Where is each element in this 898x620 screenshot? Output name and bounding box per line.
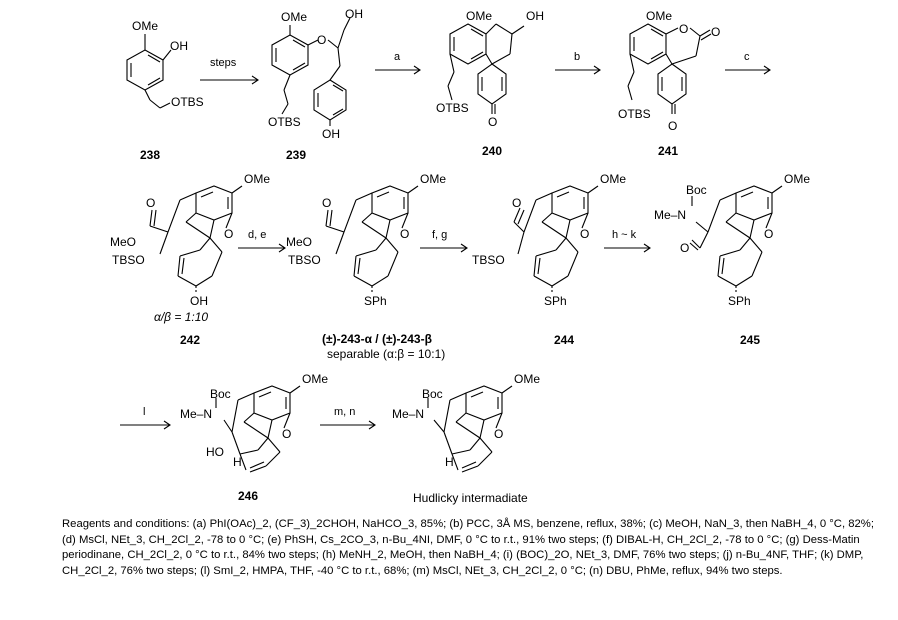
- hud-h-label: H: [445, 455, 454, 469]
- c245-sph-label: SPh: [728, 294, 751, 308]
- compound-246-structure: Boc Me–N OMe HO H O: [180, 372, 328, 473]
- hud-ome-label: OMe: [514, 372, 540, 386]
- conditions-title: Reagents and conditions:: [62, 518, 190, 530]
- c245-boc-label: Boc: [686, 183, 707, 197]
- arrow-de-label: d, e: [248, 229, 266, 241]
- arrow-steps-label: steps: [210, 57, 237, 69]
- c243-separable-note: separable (α:β = 10:1): [327, 347, 445, 361]
- arrow-l-label: l: [143, 406, 145, 418]
- c246-h-label: H: [233, 455, 242, 469]
- c241-otbs-label: OTBS: [618, 107, 651, 121]
- c244-tbso-label: TBSO: [472, 253, 505, 267]
- arrow-hk-label: h ~ k: [612, 229, 637, 241]
- hud-o-ring-label: O: [494, 427, 503, 441]
- arrow-hk: h ~ k: [604, 229, 651, 253]
- c241-ome-label: OMe: [646, 9, 672, 23]
- compound-241-structure: OMe O O OTBS O: [618, 9, 720, 133]
- compound-244-label: 244: [554, 333, 574, 347]
- compound-242-label: 242: [180, 333, 200, 347]
- c239-o-label: O: [317, 33, 326, 47]
- hud-boc-label: Boc: [422, 387, 443, 401]
- compound-243-structure: OMe O MeO TBSO O SPh: [286, 172, 446, 308]
- c246-men-label: Me–N: [180, 407, 212, 421]
- c240-oh-label: OH: [526, 9, 544, 23]
- c243-tbso-label: TBSO: [288, 253, 321, 267]
- c238-otbs-label: OTBS: [171, 95, 204, 109]
- arrow-a: a: [375, 51, 421, 75]
- hud-men-label: Me–N: [392, 407, 424, 421]
- c243-o-keto-label: O: [322, 196, 331, 210]
- hudlicky-intermediate-structure: Boc Me–N OMe H O: [392, 372, 540, 473]
- c242-o-ring-label: O: [224, 227, 233, 241]
- compound-240-label: 240: [482, 144, 502, 158]
- c242-oh-label: OH: [190, 294, 208, 308]
- c243-ome-label: OMe: [420, 172, 446, 186]
- c244-o-ald-label: O: [512, 196, 521, 210]
- c246-ome-label: OMe: [302, 372, 328, 386]
- c241-o1-label: O: [679, 22, 688, 36]
- compound-238-label: 238: [140, 148, 160, 162]
- c244-sph-label: SPh: [544, 294, 567, 308]
- c238-ome-label: OMe: [132, 19, 158, 33]
- c245-o-ring-label: O: [764, 227, 773, 241]
- arrow-fg-label: f, g: [432, 229, 447, 241]
- arrow-mn: m, n: [320, 406, 376, 430]
- c240-ome-label: OMe: [466, 9, 492, 23]
- reagents-and-conditions: Reagents and conditions: (a) PhI(OAc)_2,…: [62, 517, 882, 579]
- c245-ome-label: OMe: [784, 172, 810, 186]
- c239-oh-top-label: OH: [345, 7, 363, 21]
- compound-242-structure: OMe O MeO TBSO O OH: [110, 172, 270, 308]
- c244-ome-label: OMe: [600, 172, 626, 186]
- c243-o-ring-label: O: [400, 227, 409, 241]
- c245-o-ald-label: O: [680, 241, 689, 255]
- compound-245-label: 245: [740, 333, 760, 347]
- compound-239-label: 239: [286, 148, 306, 162]
- compound-246-label: 246: [238, 489, 258, 503]
- arrow-a-label: a: [394, 51, 401, 63]
- conditions-text: (a) PhI(OAc)_2, (CF_3)_2CHOH, NaHCO_3, 8…: [62, 518, 874, 577]
- c239-otbs-label: OTBS: [268, 115, 301, 129]
- compound-244-structure: OMe O TBSO O SPh: [472, 172, 626, 308]
- c242-ratio-note: α/β = 1:10: [154, 310, 208, 324]
- c240-o-label: O: [488, 115, 497, 129]
- hudlicky-intermediate-label: Hudlicky intermadiate: [413, 491, 528, 505]
- c243-sph-label: SPh: [364, 294, 387, 308]
- c246-o-ring-label: O: [282, 427, 291, 441]
- compound-238-structure: OMe OH OTBS: [126, 19, 204, 109]
- arrow-mn-label: m, n: [334, 406, 355, 418]
- c242-meo-label: MeO: [110, 235, 136, 249]
- compound-243-label: (±)-243-α / (±)-243-β: [322, 332, 432, 346]
- arrow-steps: steps: [200, 57, 259, 85]
- arrow-fg: f, g: [420, 229, 468, 253]
- c239-ome-label: OMe: [281, 10, 307, 24]
- arrow-b: b: [555, 51, 601, 75]
- arrow-l: l: [120, 406, 171, 430]
- compound-239-structure: OMe O OH OTBS OH: [268, 7, 363, 141]
- c246-ho-label: HO: [206, 445, 224, 459]
- c241-o3-label: O: [668, 119, 677, 133]
- c240-otbs-label: OTBS: [436, 101, 469, 115]
- c238-oh-label: OH: [170, 39, 188, 53]
- c242-o-keto-label: O: [146, 196, 155, 210]
- reaction-scheme: OMe OH OTBS 238 steps OMe O OH OTBS OH: [110, 7, 810, 505]
- c244-o-ring-label: O: [580, 227, 589, 241]
- compound-245-structure: Boc Me–N OMe O O SPh: [654, 172, 810, 308]
- c246-boc-label: Boc: [210, 387, 231, 401]
- arrow-c-label: c: [744, 51, 750, 63]
- c239-oh-bottom-label: OH: [322, 127, 340, 141]
- compound-241-label: 241: [658, 144, 678, 158]
- c245-men-label: Me–N: [654, 208, 686, 222]
- c241-o2-label: O: [711, 25, 720, 39]
- compound-240-structure: OMe OH OTBS O: [436, 9, 544, 129]
- arrow-b-label: b: [574, 51, 580, 63]
- arrow-c: c: [725, 51, 771, 75]
- c242-ome-label: OMe: [244, 172, 270, 186]
- c242-tbso-label: TBSO: [112, 253, 145, 267]
- arrow-de: d, e: [238, 229, 286, 253]
- c243-meo-label: MeO: [286, 235, 312, 249]
